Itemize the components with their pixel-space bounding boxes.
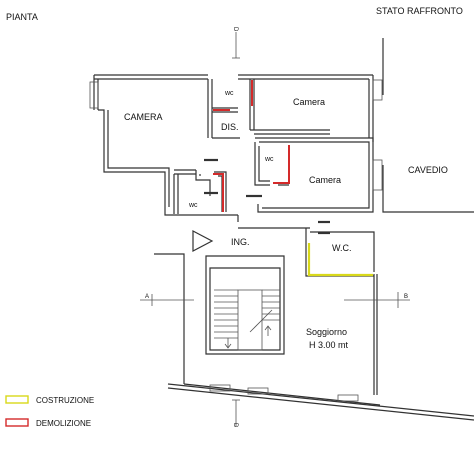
legend: COSTRUZIONE DEMOLIZIONE [5,395,94,428]
legend-label-construction: COSTRUZIONE [36,396,94,405]
room-dis: DIS. [221,122,239,132]
section-label-d-top: D [232,27,238,32]
room-ingresso: ING. [231,237,250,247]
room-soggiorno-height: H 3.00 mt [309,340,349,350]
perimeter-walls [89,38,474,421]
room-camera-middle-right: Camera [309,175,341,185]
section-label-b: B [404,294,408,300]
room-wc-top: wc [224,90,234,97]
legend-swatch-demolition [5,418,29,427]
staircase [205,255,285,355]
plan-title: PIANTA [6,12,38,22]
legend-swatch-construction [5,395,29,404]
room-wc-middle: wc [264,156,274,163]
room-wc-small: wc [188,202,198,209]
room-camera-main: CAMERA [124,112,163,122]
room-camera-top-right: Camera [293,97,325,107]
section-label-d-bottom: D [232,423,238,428]
section-lines [140,32,410,426]
room-soggiorno: Soggiorno [306,327,347,337]
construction-walls [307,243,373,277]
comparison-title: STATO RAFFRONTO [376,6,463,16]
entrance-marker [192,230,214,252]
legend-label-demolition: DEMOLIZIONE [36,419,91,428]
room-cavedio: CAVEDIO [408,165,448,175]
demolition-walls [213,80,290,212]
section-label-a: A [145,294,149,300]
room-wc-new: W.C. [332,243,352,253]
